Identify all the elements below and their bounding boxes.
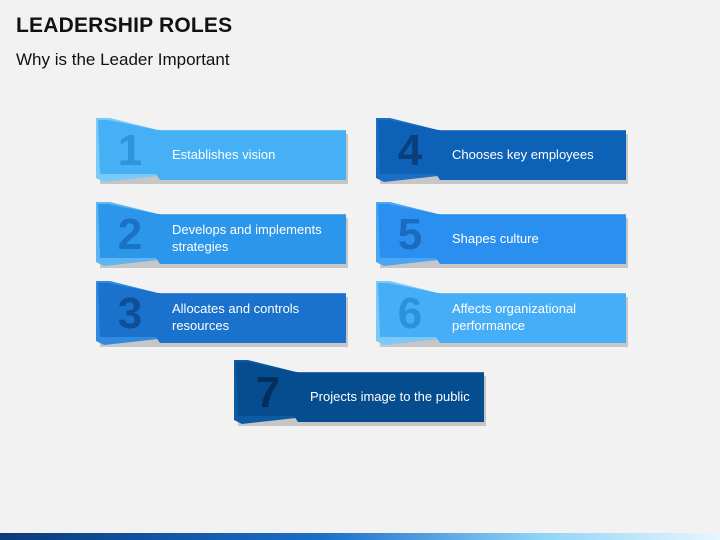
role-number: 6 (397, 289, 423, 338)
card-banner (236, 362, 484, 422)
role-card-shape (376, 118, 628, 184)
role-label: Affects organizational performance (452, 301, 577, 333)
role-label: Establishes vision (172, 146, 276, 162)
card-banner (98, 283, 346, 343)
role-number: 5 (397, 210, 423, 259)
role-number: 7 (255, 368, 281, 417)
slide-title: LEADERSHIP ROLES (16, 14, 233, 37)
role-card-3: 3 Allocates and controls resources (96, 281, 348, 347)
slide-subtitle: Why is the Leader Important (16, 50, 230, 69)
card-banner (378, 120, 626, 180)
card-banner (98, 120, 346, 180)
role-card-shape (96, 202, 348, 268)
role-card-shape (376, 281, 628, 347)
role-card-shape (96, 281, 348, 347)
role-label: Shapes culture (452, 230, 539, 246)
card-banner (378, 283, 626, 343)
footer-gradient-bar (0, 533, 720, 540)
role-number: 2 (117, 210, 143, 259)
role-label: Chooses key employees (452, 146, 594, 162)
role-card-1: 1 Establishes vision (96, 118, 348, 184)
role-number: 1 (117, 126, 143, 175)
card-banner (378, 204, 626, 264)
role-card-shape (96, 118, 348, 184)
card-banner (98, 204, 346, 264)
role-card-7: 7 Projects image to the public (234, 360, 486, 426)
role-card-5: 5 Shapes culture (376, 202, 628, 268)
role-card-shape (376, 202, 628, 268)
role-number: 3 (117, 289, 143, 338)
role-label: Allocates and controls resources (172, 301, 300, 333)
role-label: Develops and implements strategies (172, 222, 322, 254)
role-card-2: 2 Develops and implements strategies (96, 202, 348, 268)
role-number: 4 (397, 126, 423, 175)
role-card-shape (234, 360, 486, 426)
role-card-6: 6 Affects organizational performance (376, 281, 628, 347)
role-label: Projects image to the public (310, 388, 470, 404)
role-card-4: 4 Chooses key employees (376, 118, 628, 184)
